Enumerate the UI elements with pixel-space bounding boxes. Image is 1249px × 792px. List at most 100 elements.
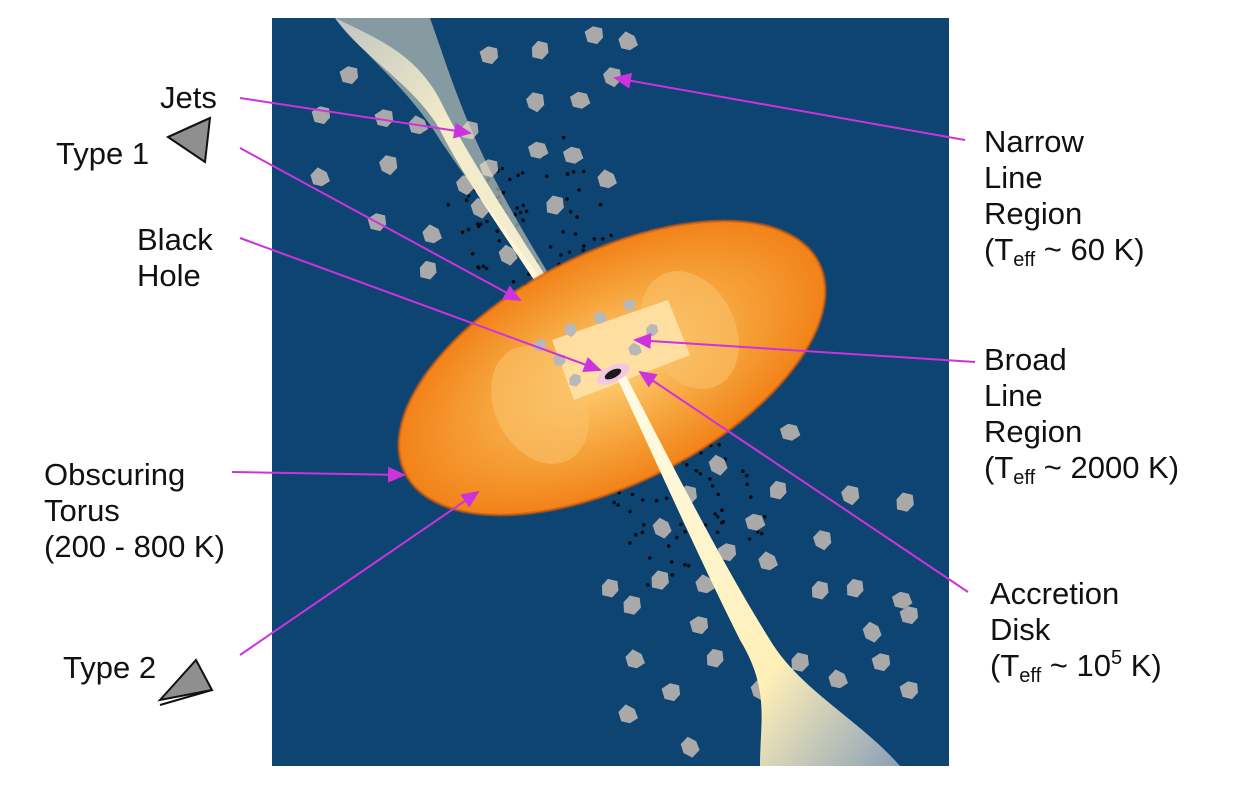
- cloud-blob: [422, 224, 442, 244]
- label-broad-line-region: Broad Line Region (Teff ~ 2000 K): [984, 342, 1180, 489]
- dust-dot: [642, 523, 646, 527]
- cloud-blob: [584, 26, 604, 45]
- dust-dot: [561, 135, 566, 140]
- dust-dot: [616, 503, 620, 507]
- label-black-hole: Black Hole: [137, 222, 213, 293]
- label-accretion-disk: Accretion Disk (Teff ~ 105 K): [990, 576, 1162, 687]
- dust-dot: [670, 573, 674, 577]
- dust-dot: [516, 173, 520, 178]
- cloud-blob: [597, 169, 617, 189]
- cloud-blob: [871, 653, 891, 672]
- dust-dot: [717, 443, 721, 447]
- cloud-blob: [563, 146, 584, 164]
- cloud-blob: [570, 91, 591, 109]
- cloud-blob: [899, 606, 919, 625]
- dust-dot: [446, 202, 451, 207]
- dust-dot: [466, 194, 471, 198]
- cloud-blob: [862, 621, 882, 643]
- dust-dot: [477, 266, 481, 270]
- dust-dot: [573, 232, 578, 236]
- cloud-blob: [811, 580, 829, 600]
- pointer-arrows: [231, 72, 976, 656]
- accretion-disk: [596, 363, 630, 385]
- dust-dot: [481, 264, 486, 269]
- dust-dot: [666, 544, 671, 548]
- cloud-blob: [706, 648, 724, 668]
- cloud-blob: [622, 298, 636, 312]
- dust-dot: [526, 272, 531, 277]
- dust-dot: [612, 500, 616, 505]
- dust-dot: [460, 230, 465, 234]
- dust-dot: [679, 522, 683, 527]
- dust-dot: [749, 495, 753, 499]
- cloud-blob: [846, 578, 864, 598]
- dust-dot: [609, 233, 613, 238]
- dust-dot: [501, 190, 506, 195]
- dust-dot: [548, 245, 553, 249]
- cloud-blob: [828, 669, 848, 689]
- jet-bottom: [618, 376, 900, 766]
- eye-type2-icon: [157, 658, 214, 706]
- cloud-blob: [498, 244, 518, 266]
- dust-dot: [630, 492, 635, 497]
- dust-dot: [524, 209, 529, 213]
- cloud-blob: [601, 578, 619, 598]
- dust-dot: [601, 237, 605, 241]
- dust-dot: [500, 166, 505, 171]
- dust-dot: [683, 530, 687, 534]
- dust-dot: [669, 560, 674, 564]
- label-narrow-line-region: Narrow Line Region (Teff ~ 60 K): [984, 124, 1145, 271]
- dust-dot: [581, 248, 585, 252]
- dust-dot: [687, 564, 691, 568]
- dust-dot: [518, 210, 523, 215]
- dust-dot: [479, 222, 483, 226]
- dust-dot: [495, 229, 500, 233]
- dust-dot: [628, 509, 632, 514]
- dust-dot: [515, 206, 519, 210]
- cloud-blob: [717, 543, 737, 562]
- dust-dot: [471, 252, 475, 256]
- dust-dot: [715, 530, 720, 535]
- cloud-blob: [563, 323, 577, 338]
- dust-dot: [648, 556, 652, 560]
- dust-dot: [640, 498, 645, 502]
- cloud-blob: [528, 141, 549, 159]
- cloud-blob: [896, 492, 914, 512]
- cloud-blob: [339, 66, 359, 85]
- dust-dot: [633, 532, 638, 537]
- cloud-blob: [745, 513, 766, 531]
- dust-dot: [581, 169, 586, 174]
- dust-dot: [716, 492, 720, 497]
- cloud-blob: [689, 616, 709, 635]
- cloud-blob: [813, 530, 832, 551]
- dust-dot: [475, 222, 480, 226]
- cloud-blob: [892, 591, 913, 609]
- cloud-blob: [651, 570, 669, 590]
- cloud-blob: [758, 551, 778, 571]
- dust-dot: [699, 451, 703, 455]
- cloud-blob: [899, 681, 919, 700]
- dust-dot: [466, 227, 471, 232]
- dust-dot: [577, 188, 581, 192]
- dust-dot: [484, 266, 489, 271]
- dust-dot: [565, 197, 569, 201]
- dust-dot: [745, 482, 749, 487]
- dust-dot: [508, 177, 512, 182]
- cloud-blob: [593, 310, 607, 324]
- dust-dot: [598, 202, 603, 207]
- dust-dot: [698, 472, 703, 476]
- dust-dot: [513, 212, 517, 217]
- cloud-blob: [623, 595, 641, 615]
- black-hole-icon: [604, 368, 622, 380]
- cloud-blob: [680, 736, 700, 758]
- cloud-blob: [618, 704, 638, 724]
- dust-dot: [683, 563, 687, 567]
- dust-dot: [715, 515, 720, 519]
- cloud-blob: [780, 423, 801, 441]
- dust-dot: [521, 203, 526, 208]
- eye-type1-icon: [165, 116, 212, 164]
- label-type1: Type 1: [56, 136, 150, 171]
- dust-dot: [561, 229, 565, 234]
- dust-dot: [628, 541, 632, 545]
- dust-dot: [640, 530, 645, 535]
